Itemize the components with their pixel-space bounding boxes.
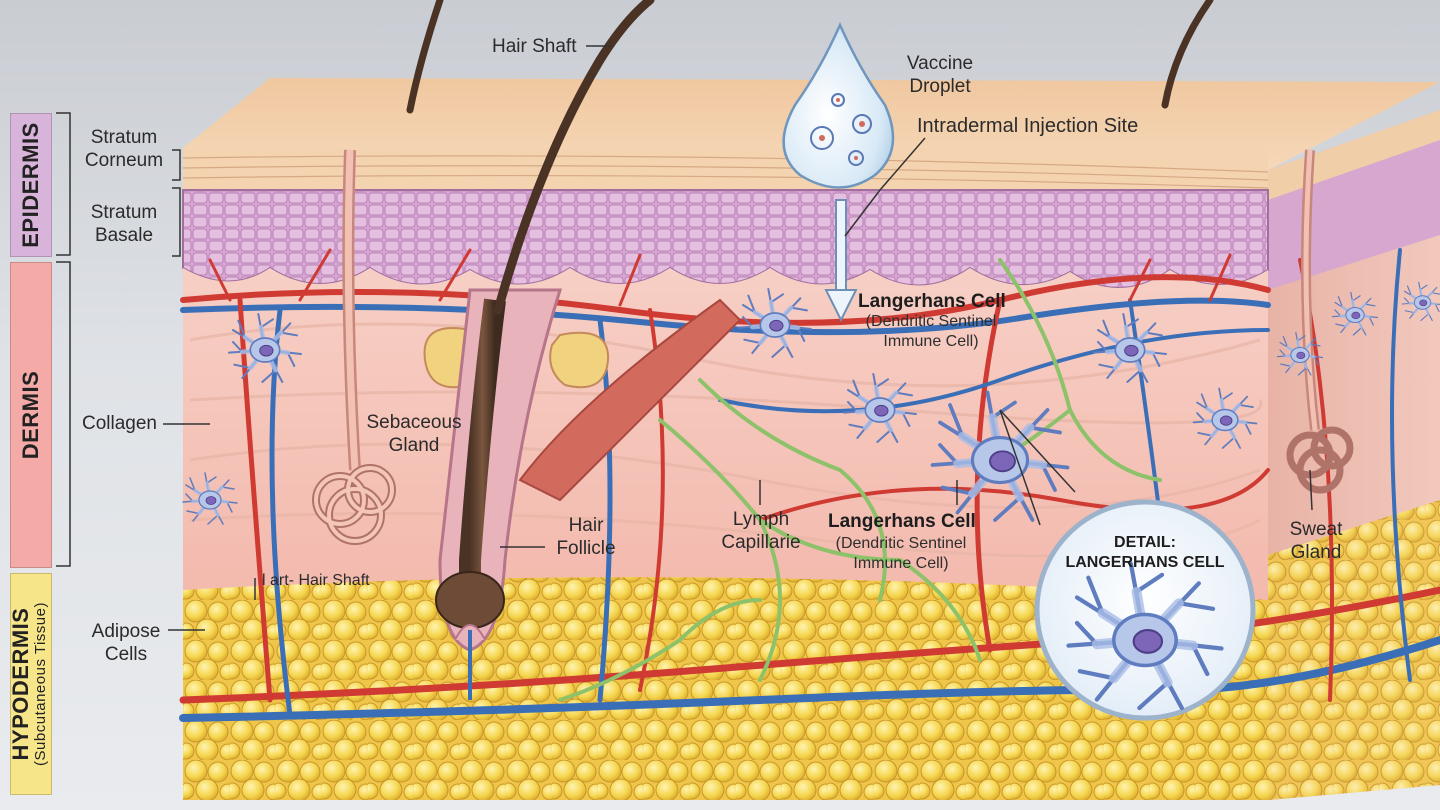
stratum-basale-label: Stratum Basale bbox=[90, 202, 158, 246]
sweat-gland-icon bbox=[312, 149, 1354, 545]
hair-follicle-label: Hair Follicle bbox=[556, 515, 616, 559]
injection-site-label: Intradermal Injection Site bbox=[917, 115, 1139, 137]
injection-arrow bbox=[824, 199, 858, 323]
langerhans-cell-mid-label: Langerhans Cell bbox=[828, 511, 976, 532]
epidermis-band: EPIDERMIS bbox=[10, 113, 52, 257]
sweat-gland-label: Sweat Gland bbox=[1289, 519, 1343, 563]
hypodermis-band: HYPODERMIS (Subcutaneous Tissue) bbox=[8, 573, 52, 795]
hair-follicle-icon bbox=[435, 288, 563, 700]
stratum-corneum-label: Stratum Corneum bbox=[84, 127, 164, 171]
langerhans-cell-top-label: Langerhans Cell bbox=[858, 291, 1006, 312]
langerhans-cell-mid-sub-label: (Dendritic Sentinel Immune Cell) bbox=[835, 535, 967, 572]
vaccine-droplet-icon bbox=[782, 21, 895, 189]
sebaceous-gland-label: Sebaceous Gland bbox=[366, 412, 462, 456]
hair-shaft-lower-label: l art- Hair Shaft bbox=[262, 572, 370, 589]
lymph-capillaries bbox=[558, 258, 1162, 702]
adipose-cells-label: Adipose Cells bbox=[91, 621, 161, 665]
hypodermis-label: HYPODERMIS bbox=[8, 607, 33, 761]
collagen-label: Collagen bbox=[82, 413, 157, 434]
detail-magnifier bbox=[1034, 499, 1256, 721]
arrector-pili-muscle bbox=[518, 298, 742, 502]
hair-shaft bbox=[493, 0, 655, 315]
detail-title: DETAIL: LANGERHANS CELL bbox=[1065, 534, 1225, 571]
vaccine-droplet-label: Vaccine Droplet bbox=[906, 53, 974, 97]
dermis-label: DERMIS bbox=[18, 370, 43, 460]
leader-lines bbox=[163, 45, 1313, 631]
hair-shaft-label: Hair Shaft bbox=[492, 36, 577, 57]
dermis-band: DERMIS bbox=[10, 262, 52, 568]
hypodermis-sub-label: (Subcutaneous Tissue) bbox=[32, 602, 49, 766]
langerhans-cell-top-sub-label: (Dendritic Sentinel Immune Cell) bbox=[865, 313, 997, 350]
epidermis-label: EPIDERMIS bbox=[18, 122, 43, 248]
lymph-capillarie-label: Lymph Capillarie bbox=[721, 509, 801, 553]
